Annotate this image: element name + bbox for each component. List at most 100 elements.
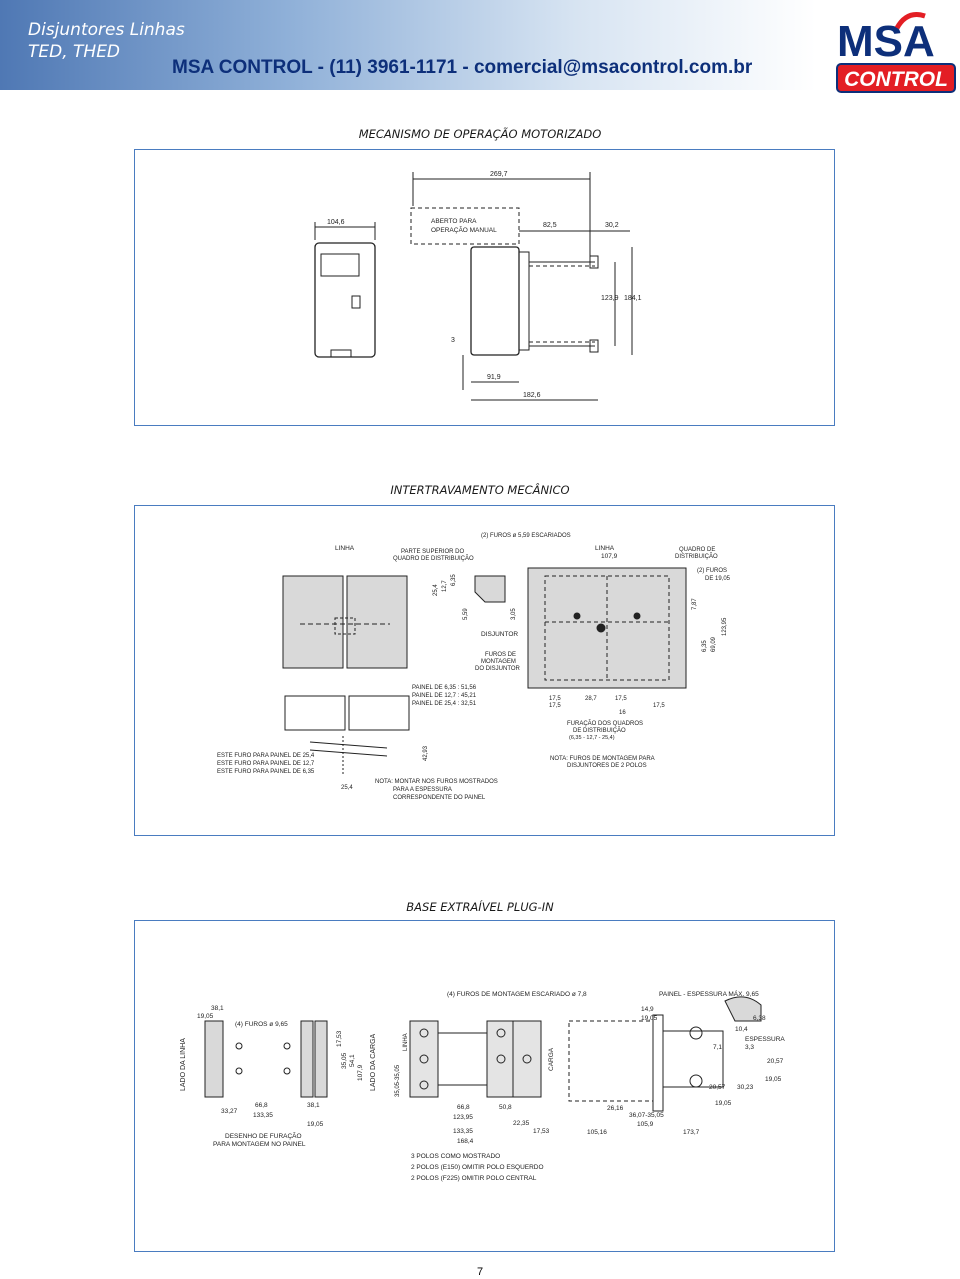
dim-12-7: 12,7	[442, 580, 448, 592]
dim-14-9: 14,9	[641, 1006, 654, 1013]
dim-5-59: 5,59	[463, 608, 469, 620]
page-number: 7	[476, 1266, 484, 1278]
dim-10-4: 10,4	[735, 1026, 748, 1033]
furacao-label-2: DE DISTRIBUIÇÃO	[573, 727, 626, 734]
section-title-motor: MECANISMO DE OPERAÇÃO MOTORIZADO	[358, 127, 602, 141]
dim-123-95: 123,95	[722, 617, 728, 636]
desenho-label-2: PARA MONTAGEM NO PAINEL	[213, 1141, 306, 1148]
dim-7-87: 7,87	[692, 598, 698, 610]
lado-linha-label: LADO DA LINHA	[180, 1038, 187, 1091]
furos-mont-label: FUROS DE	[485, 652, 516, 658]
dim-35-05: 35,05	[341, 1052, 348, 1069]
section-title-interlock: INTERTRAVAMENTO MECÂNICO	[390, 483, 570, 497]
painel-12-7: PAINEL DE 12,7 : 45,21	[412, 693, 477, 699]
dim-6-35: 6,35	[451, 574, 457, 586]
header-band	[0, 0, 960, 90]
figure-motor: 104,6 ABERTO PARA OPERAÇÃO MANUAL 269,7 …	[134, 149, 835, 426]
motor-drawing: 104,6 ABERTO PARA OPERAÇÃO MANUAL 269,7 …	[314, 171, 642, 401]
dim-16: 16	[619, 710, 626, 716]
dim-30-2: 30,2	[605, 222, 619, 229]
dim-17-5d: 17,5	[653, 703, 665, 709]
dim-19-05b: 19,05	[307, 1121, 324, 1128]
dim-17-53: 17,53	[336, 1030, 343, 1047]
dim-20-57: 20,57	[767, 1058, 784, 1065]
manual-label-2: OPERAÇÃO MANUAL	[431, 225, 497, 234]
dim-54-1: 54,1	[349, 1054, 356, 1067]
desenho-label: DESENHO DE FURAÇÃO	[225, 1131, 302, 1140]
este-furo-12-7: ESTE FURO PARA PAINEL DE 12,7	[217, 761, 315, 767]
dim-6-38: 6,38	[753, 1015, 766, 1022]
dim-107-9: 107,9	[357, 1064, 364, 1081]
dim-17-5b: 17,5	[615, 696, 627, 702]
dim-36-07: 36,07-35,05	[629, 1112, 664, 1119]
espessura-label: ESPESSURA	[745, 1036, 785, 1043]
dim-28-7: 28,7	[585, 696, 597, 702]
manual-label: ABERTO PARA	[431, 218, 477, 225]
furos-mont-label-2: MONTAGEM	[481, 659, 516, 665]
polos-note-1: 3 POLOS COMO MOSTRADO	[411, 1153, 500, 1160]
dim-69-09: 69,09	[711, 636, 717, 652]
parte-label: PARTE SUPERIOR DO	[401, 549, 464, 555]
dim-82-5: 82,5	[543, 222, 557, 229]
dim-133-35: 133,35	[253, 1112, 273, 1119]
furos-mont-label-3: DO DISJUNTOR	[475, 666, 521, 672]
dim-3-05: 3,05	[511, 608, 517, 620]
dim-7-1: 7,1	[713, 1044, 722, 1051]
doc-title-line1: Disjuntores Linhas	[28, 20, 185, 40]
painel-25-4: PAINEL DE 25,4 : 32,51	[412, 701, 477, 707]
logo-text-top: MSA	[837, 17, 935, 66]
nota-2b: DISJUNTORES DE 2 POLOS	[567, 763, 647, 769]
polos-note-3: 2 POLOS (F225) OMITIR POLO CENTRAL	[411, 1175, 537, 1182]
painel-6-35: PAINEL DE 6,35 : 51,56	[412, 685, 477, 691]
dim-123-9: 123,9	[601, 295, 619, 302]
figure-interlock: LINHA PARTE SUPERIOR DO QUADRO DE DISTRI…	[134, 505, 835, 836]
furos2-label: (2) FUROS	[697, 568, 727, 574]
dim-19-05d: 19,05	[765, 1076, 782, 1083]
polos-note-2: 2 POLOS (E150) OMITIR POLO ESQUERDO	[411, 1164, 544, 1171]
linha-label-1: LINHA	[335, 545, 355, 552]
dim-33-27: 33,27	[221, 1108, 238, 1115]
disjuntor-label: DISJUNTOR	[481, 631, 518, 638]
quadro-label: QUADRO DE	[679, 547, 715, 553]
dim-38-1b: 38,1	[307, 1102, 320, 1109]
dim-107-9: 107,9	[601, 553, 618, 560]
dim-35-05b: 35,05-35,05	[395, 1064, 401, 1097]
dim-269-7: 269,7	[490, 171, 508, 178]
plugin-drawing: 38,1 19,05 (4) FUROS ø 9,65 17,53 35,05 …	[180, 989, 785, 1182]
linha-label-2: LINHA	[595, 545, 615, 552]
parte-label-2: QUADRO DE DISTRIBUIÇÃO	[393, 555, 474, 562]
dim-20-57b: 20,57	[709, 1084, 726, 1091]
contact-line: MSA CONTROL - (11) 3961-1171 - comercial…	[172, 57, 753, 78]
dim-38-1: 38,1	[211, 1005, 224, 1012]
dim-19-05c: 19,05	[641, 1015, 658, 1022]
dim-105-16: 105,16	[587, 1129, 607, 1136]
este-furo-25-4: ESTE FURO PARA PAINEL DE 25,4	[217, 753, 315, 759]
dim-3-3: 3,3	[745, 1044, 754, 1051]
dim-42-93: 42,93	[423, 745, 429, 761]
furos-9-65: (4) FUROS ø 9,65	[235, 1021, 288, 1028]
furos2-label-2: DE 19,05	[705, 576, 731, 582]
carga-label: CARGA	[548, 1047, 555, 1071]
dim-22-35: 22,35	[513, 1120, 530, 1127]
dim-184-1: 184,1	[624, 295, 642, 302]
dim-17-5c: 17,5	[549, 703, 561, 709]
dim-17-5a: 17,5	[549, 696, 561, 702]
dim-105-9: 105,9	[637, 1121, 654, 1128]
dim-182-6: 182,6	[523, 392, 541, 399]
furos-7-8: (4) FUROS DE MONTAGEM ESCARIADO ø 7,8	[447, 991, 587, 998]
dim-168-4: 168,4	[457, 1138, 474, 1145]
nota-1c: CORRESPONDENTE DO PAINEL	[393, 795, 486, 801]
dim-104-6: 104,6	[327, 219, 345, 226]
nota-1b: PARA A ESPESSURA	[393, 787, 452, 793]
furacao-label-3: (6,35 - 12,7 - 25,4)	[569, 735, 615, 741]
dim-6-35b: 6,35	[702, 640, 708, 652]
dim-173-7: 173,7	[683, 1129, 700, 1136]
dim-50-8: 50,8	[499, 1104, 512, 1111]
dim-66-8b: 66,8	[457, 1104, 470, 1111]
nota-1: NOTA: MONTAR NOS FUROS MOSTRADOS	[375, 779, 498, 785]
dim-30-23: 30,23	[737, 1084, 754, 1091]
dim-91-9: 91,9	[487, 374, 501, 381]
interlock-drawing: LINHA PARTE SUPERIOR DO QUADRO DE DISTRI…	[217, 533, 731, 801]
dim-25-4: 25,4	[433, 584, 439, 596]
msa-control-logo: MSA CONTROL	[836, 12, 956, 93]
